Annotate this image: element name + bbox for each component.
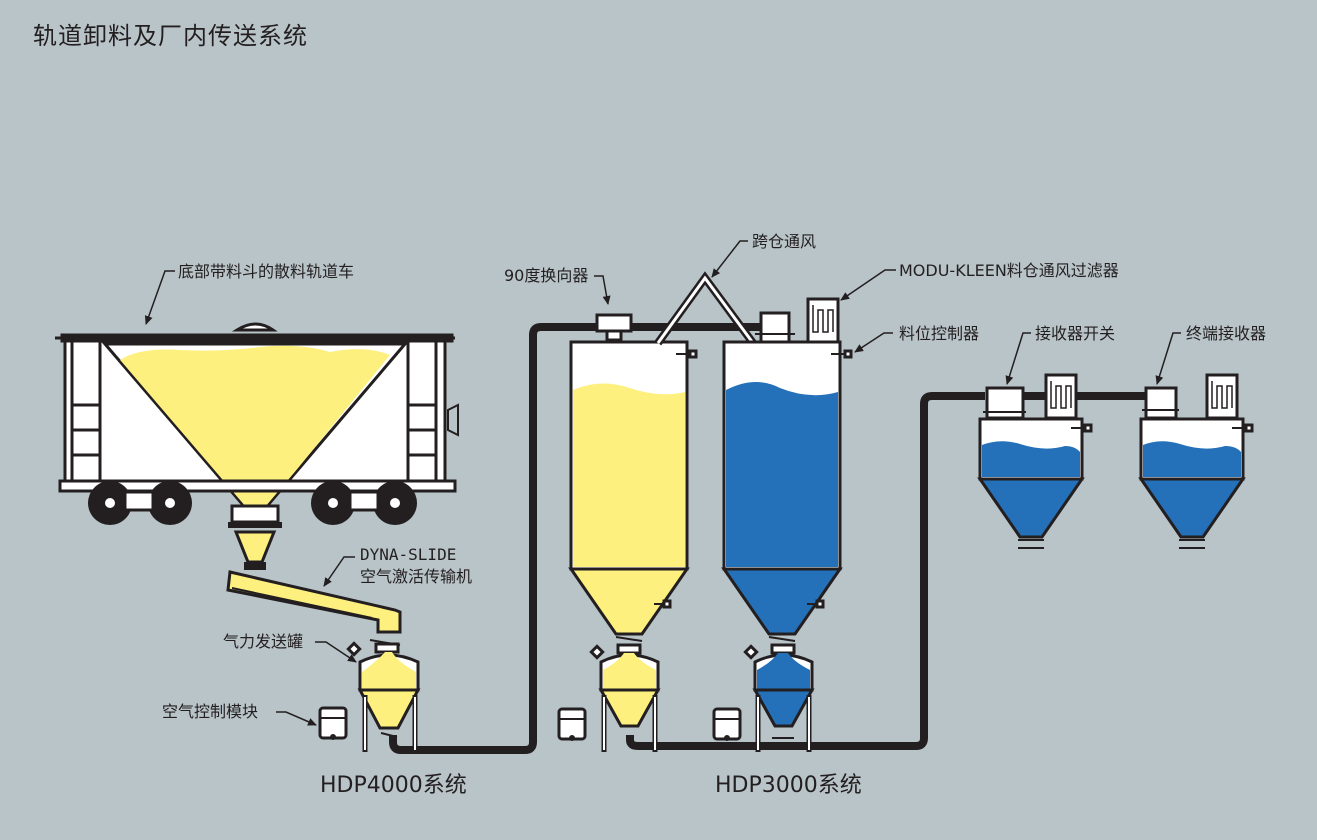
air-control-module-3 [712,707,742,741]
diverter-valve [595,313,633,333]
air-control-module-1 [318,706,348,740]
cross-vent-pipe [654,271,757,346]
silo-yellow [568,313,698,642]
bin-vent-filter [806,297,840,344]
label-diverter: 90度换向器 [504,266,588,285]
receiver-1 [977,373,1093,549]
receiver-2 [1138,373,1254,549]
front-truck [88,481,192,525]
hatch-cover [231,322,278,332]
label-transporter: 气力发送罐 [223,632,303,651]
label-air-control: 空气控制模块 [162,702,258,721]
receiver-switch-valve [985,386,1025,420]
label-terminal-receiver: 终端接收器 [1186,324,1266,343]
hdp3000-transporter-blue [743,643,815,752]
label-hdp4000-system: HDP4000系统 [320,773,467,798]
dyna-slide-conveyor [226,570,402,634]
label-hdp3000-system: HDP3000系统 [715,773,862,798]
label-dyna-slide-desc: 空气激活传输机 [360,567,472,586]
label-dyna-slide-name: DYNA-SLIDE [360,545,456,564]
conveying-pipeline [389,323,1150,754]
hdp3000-transporter-yellow [589,643,661,752]
railcar-material [120,345,390,505]
leader-lines [144,240,1181,726]
diagram-title: 轨道卸料及厂内传送系统 [33,22,308,50]
label-cross-vent: 跨仓通风 [752,232,816,251]
air-control-module-2 [557,707,587,741]
hdp4000-transporter [346,639,421,752]
hopper-railcar [55,322,459,570]
silo-blue [721,297,853,642]
label-receiver-switch: 接收器开关 [1035,324,1115,343]
label-railcar: 底部带料斗的散料轨道车 [178,262,354,281]
label-bin-vent-filter: MODU-KLEEN料仓通风过滤器 [899,261,1119,280]
rear-truck [311,481,417,525]
label-level-control: 料位控制器 [899,324,979,343]
